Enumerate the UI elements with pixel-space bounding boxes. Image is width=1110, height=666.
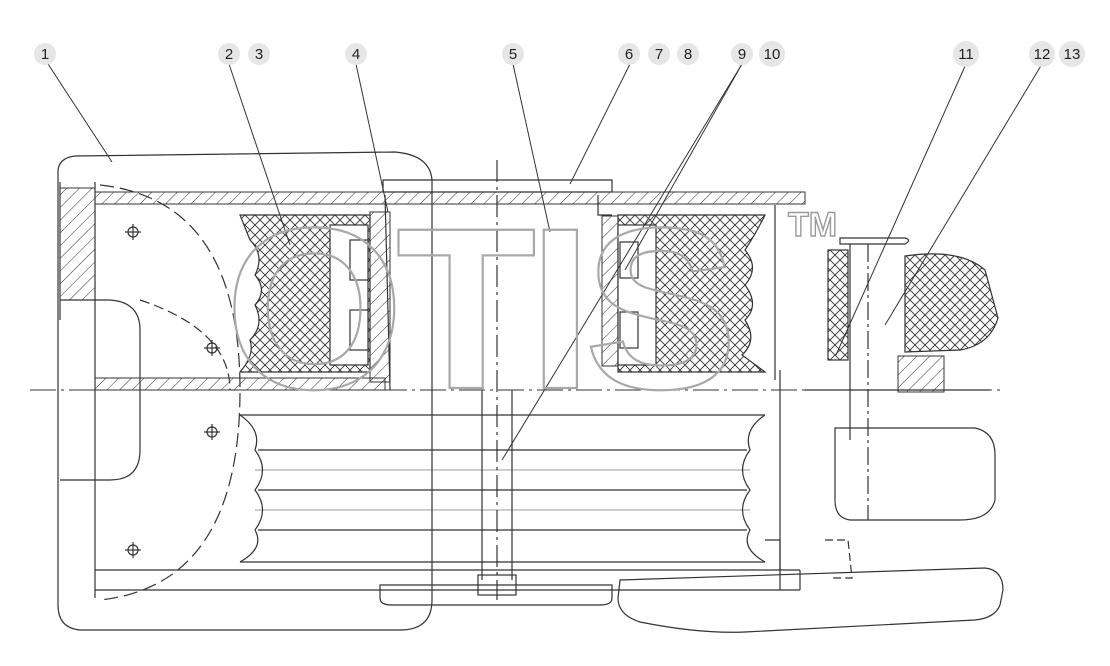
callout-3: 3 (248, 43, 270, 65)
svg-text:5: 5 (509, 46, 517, 63)
leader-lines (47, 63, 1043, 461)
svg-text:TM: TM (788, 206, 837, 244)
mounting-holes (125, 224, 220, 558)
svg-text:8: 8 (684, 46, 692, 63)
svg-text:1: 1 (41, 46, 49, 63)
svg-text:OTIS: OTIS (225, 180, 730, 437)
svg-text:9: 9 (738, 46, 746, 63)
callout-13: 13 (1059, 41, 1085, 67)
svg-text:12: 12 (1034, 46, 1051, 63)
callout-4: 4 (345, 43, 367, 65)
svg-text:3: 3 (255, 46, 263, 63)
callout-6: 6 (618, 43, 640, 65)
callout-8: 8 (677, 43, 699, 65)
svg-text:11: 11 (958, 46, 974, 63)
callout-12: 12 (1029, 41, 1055, 67)
hatched-walls (59, 187, 945, 393)
svg-text:13: 13 (1064, 46, 1081, 63)
svg-text:2: 2 (225, 46, 233, 63)
svg-text:10: 10 (764, 46, 781, 63)
svg-text:4: 4 (352, 46, 360, 63)
left-pulley (238, 214, 371, 373)
svg-text:6: 6 (625, 46, 633, 63)
right-assembly (765, 237, 999, 590)
callout-5: 5 (502, 43, 524, 65)
callout-10: 10 (759, 41, 785, 67)
callouts: 1 2 3 4 5 6 7 8 9 10 11 12 13 (34, 41, 1085, 67)
callout-7: 7 (648, 43, 670, 65)
callout-2: 2 (218, 43, 240, 65)
callout-11: 11 (953, 41, 979, 67)
callout-1: 1 (34, 43, 56, 65)
callout-9: 9 (731, 43, 753, 65)
center-shaft (379, 160, 613, 606)
grooved-drum (239, 414, 766, 563)
watermark-logo: OTIS TM (224, 179, 838, 438)
svg-text:7: 7 (655, 46, 663, 63)
